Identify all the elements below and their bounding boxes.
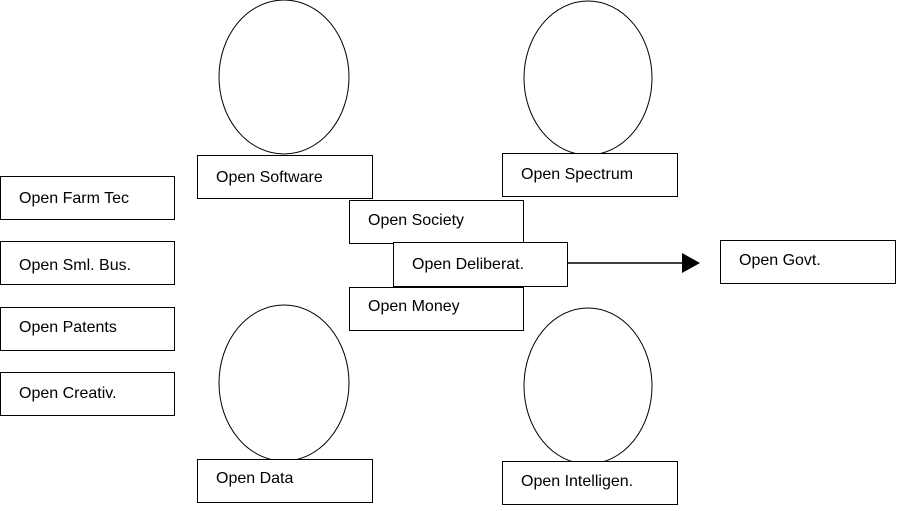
- ellipse-bottom-right: [523, 307, 653, 465]
- node-label: Open Creativ.: [19, 385, 117, 402]
- node-open-money: Open Money: [349, 287, 524, 331]
- node-open-sml-bus: Open Sml. Bus.: [0, 241, 175, 285]
- node-label: Open Patents: [19, 319, 117, 336]
- node-label: Open Sml. Bus.: [19, 257, 132, 274]
- node-label: Open Govt.: [739, 252, 821, 269]
- node-label: Open Society: [368, 212, 465, 229]
- ellipse-bottom-left: [218, 304, 350, 462]
- node-open-deliberat: Open Deliberat.: [393, 242, 568, 287]
- node-label: Open Intelligen.: [521, 473, 634, 490]
- node-open-farm-tec: Open Farm Tec: [0, 176, 175, 220]
- node-open-intelligen: Open Intelligen.: [502, 461, 678, 505]
- node-open-software: Open Software: [197, 155, 373, 199]
- arrow-head: [682, 253, 700, 273]
- node-open-society: Open Society: [349, 200, 524, 244]
- node-label: Open Money: [368, 298, 460, 315]
- node-open-govt: Open Govt.: [720, 240, 896, 284]
- node-label: Open Deliberat.: [412, 256, 525, 273]
- node-open-spectrum: Open Spectrum: [502, 153, 678, 197]
- ellipse-top-left: [218, 0, 350, 155]
- node-label: Open Software: [216, 169, 323, 186]
- node-label: Open Data: [216, 470, 294, 487]
- node-open-patents: Open Patents: [0, 307, 175, 351]
- node-label: Open Farm Tec: [19, 190, 129, 207]
- node-label: Open Spectrum: [521, 166, 634, 183]
- node-open-creativ: Open Creativ.: [0, 372, 175, 416]
- node-open-data: Open Data: [197, 459, 373, 503]
- ellipse-top-right: [523, 0, 653, 156]
